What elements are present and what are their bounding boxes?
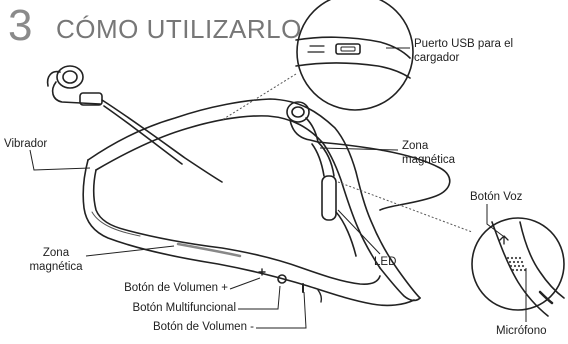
- label-magnetic-zone-right-line2: magnética: [402, 154, 456, 166]
- callout-connectors: [221, 73, 473, 233]
- label-usb-port-line1: Puerto USB para el: [414, 38, 514, 50]
- microphone-callout: [471, 217, 565, 317]
- volume-up-button-shape: [258, 268, 266, 276]
- multifunction-button-shape: [277, 274, 287, 284]
- label-volume-up-button: Botón de Volumen +: [124, 282, 228, 294]
- label-voice-button: Botón Voz: [470, 191, 523, 203]
- usb-port-callout: [295, 0, 414, 111]
- label-microphone: Micrófono: [496, 325, 547, 337]
- label-magnetic-zone-right-line1: Zona: [402, 140, 429, 152]
- usb-port-shape: [335, 43, 361, 55]
- label-multifunction-button: Botón Multifuncional: [132, 302, 236, 314]
- label-magnetic-zone-left-line1: Zona: [42, 247, 70, 259]
- neckband: [82, 98, 421, 307]
- label-volume-down-button: Botón de Volumen -: [152, 321, 254, 333]
- leader-lines: [29, 47, 527, 329]
- control-buttons: [258, 268, 323, 303]
- section-title: CÓMO UTILIZARLO: [56, 14, 302, 44]
- right-earbud: [286, 101, 451, 257]
- label-magnetic-zone-left-line2: magnética: [29, 261, 83, 273]
- microphone-grille: [506, 256, 527, 272]
- label-usb-port-line2: cargador: [414, 52, 460, 64]
- label-led: LED: [374, 256, 397, 268]
- voice-button-shape: [499, 235, 509, 245]
- left-earbud: [46, 65, 223, 183]
- label-vibrator: Vibrador: [4, 138, 48, 150]
- step-number: 3: [8, 1, 33, 50]
